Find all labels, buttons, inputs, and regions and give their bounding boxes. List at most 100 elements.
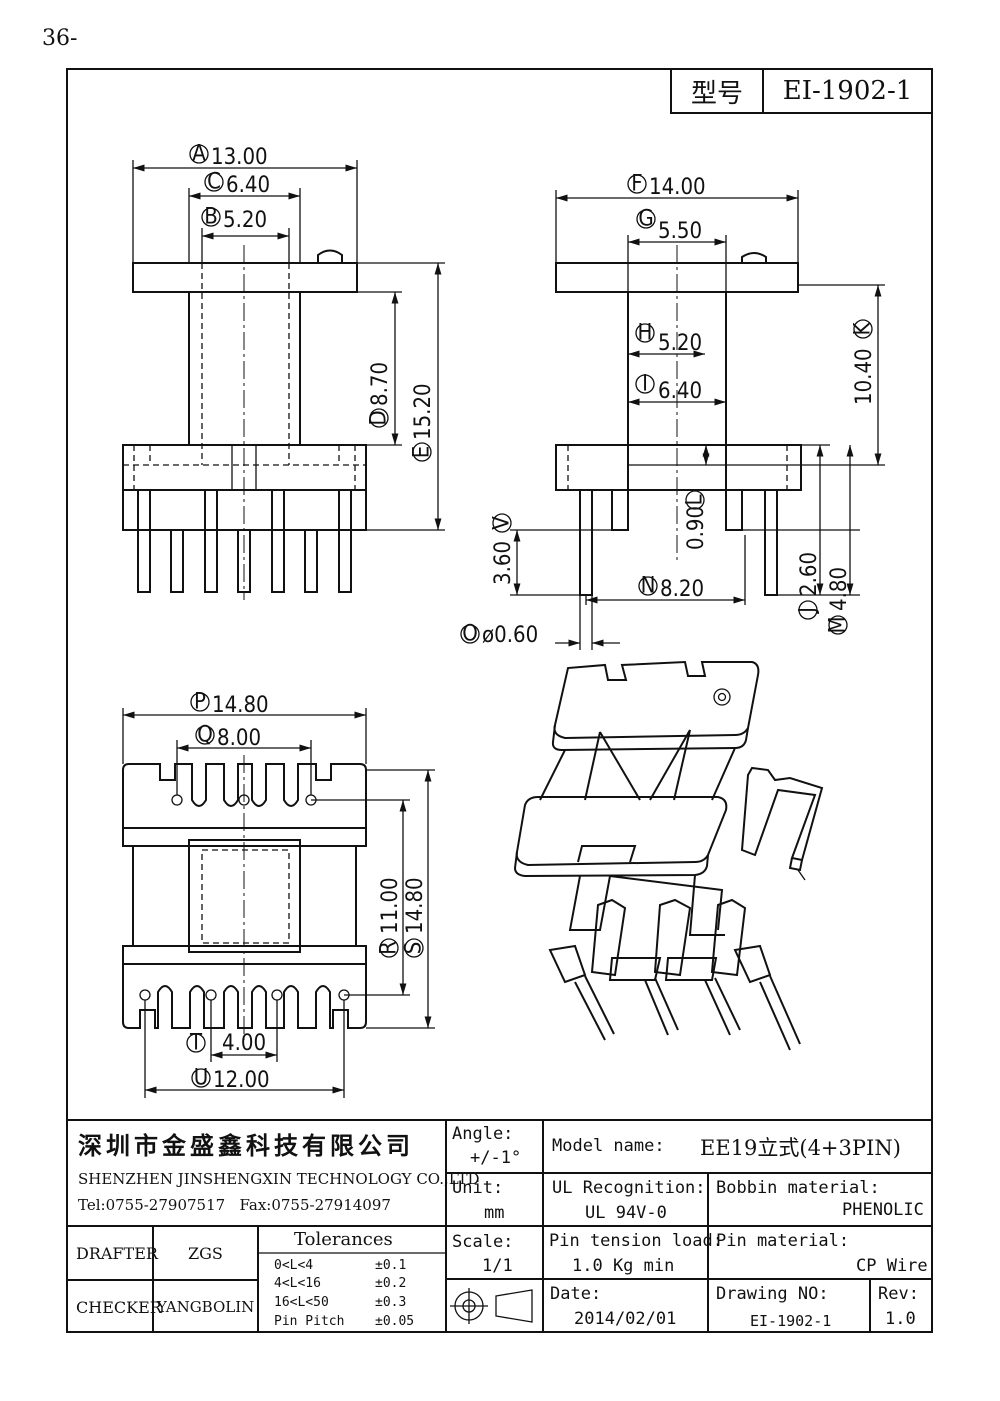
pin-material-value: CP Wire xyxy=(856,1256,928,1276)
svg-text:5.20: 5.20 xyxy=(658,331,702,356)
svg-text:15.20: 15.20 xyxy=(411,383,436,440)
dim-b: B 5.20 xyxy=(201,205,267,233)
svg-text:Q: Q xyxy=(197,723,213,748)
drafter-value: ZGS xyxy=(188,1244,223,1263)
dim-h: H 5.20 xyxy=(635,321,702,356)
company-tel: Tel:0755-27907517 xyxy=(78,1196,226,1214)
angle-label: Angle: xyxy=(452,1124,514,1144)
svg-text:8.20: 8.20 xyxy=(660,577,704,602)
svg-text:8.00: 8.00 xyxy=(217,726,261,751)
svg-text:2.60: 2.60 xyxy=(797,552,822,596)
svg-text:K: K xyxy=(851,321,876,335)
dim-v: V 3.60 xyxy=(490,513,516,585)
svg-text:8.70: 8.70 xyxy=(368,362,393,406)
side-view xyxy=(510,190,885,650)
svg-text:F: F xyxy=(631,172,642,197)
drafter-label: DRAFTER xyxy=(76,1244,158,1263)
svg-text:4.00: 4.00 xyxy=(222,1031,266,1056)
svg-text:4.80: 4.80 xyxy=(827,567,852,611)
scale-value: 1/1 xyxy=(482,1256,513,1276)
dim-i: I 6.40 xyxy=(635,372,702,404)
dim-r: R 11.00 xyxy=(377,877,403,958)
company-name-english: SHENZHEN JINSHENGXIN TECHNOLOGY CO.,LTD xyxy=(78,1170,480,1188)
svg-text:C: C xyxy=(207,170,221,195)
dim-g: G 5.50 xyxy=(636,207,702,244)
svg-text:R: R xyxy=(377,941,402,955)
svg-text:0.90: 0.90 xyxy=(684,506,709,550)
model-number-box: 型号 EI-1902-1 xyxy=(670,68,933,114)
svg-text:I: I xyxy=(642,372,648,397)
dim-t: T 4.00 xyxy=(186,1031,266,1056)
page-number: 36- xyxy=(42,26,78,51)
dim-s: S 14.80 xyxy=(402,877,428,958)
svg-text:A: A xyxy=(192,142,206,167)
svg-text:V: V xyxy=(490,516,515,530)
svg-text:N: N xyxy=(641,574,656,599)
model-name-label: Model name: xyxy=(552,1136,665,1156)
model-number-label: 型号 xyxy=(672,70,764,112)
svg-text:L: L xyxy=(683,494,708,505)
unit-label: Unit: xyxy=(452,1178,504,1198)
bobbin-material-value: PHENOLIC xyxy=(842,1200,924,1220)
svg-text:S: S xyxy=(402,942,427,955)
svg-text:P: P xyxy=(194,690,206,715)
company-fax: Fax:0755-27914097 xyxy=(239,1196,391,1214)
dim-q: Q 8.00 xyxy=(195,723,261,751)
svg-text:B: B xyxy=(204,205,218,230)
top-view xyxy=(122,708,435,1098)
tolerances-title: Tolerances xyxy=(294,1229,393,1250)
svg-text:5.50: 5.50 xyxy=(658,219,702,244)
title-block-grid xyxy=(66,1119,933,1333)
svg-text:10.40: 10.40 xyxy=(852,348,877,405)
svg-text:14.00: 14.00 xyxy=(649,175,706,200)
tolerance-range-3: 16<L<50 xyxy=(274,1295,329,1310)
tolerance-range-4: Pin Pitch xyxy=(274,1314,345,1329)
drawing-no-value: EI-1902-1 xyxy=(750,1312,832,1330)
dim-a: A 13.00 xyxy=(189,142,268,170)
svg-text:U: U xyxy=(194,1066,209,1091)
tolerance-value-1: ±0.1 xyxy=(375,1258,407,1273)
svg-text:J: J xyxy=(796,607,821,615)
front-view xyxy=(122,160,445,600)
unit-value: mm xyxy=(484,1203,505,1223)
svg-text:T: T xyxy=(189,1031,203,1056)
dim-u: U 12.00 xyxy=(191,1066,270,1093)
company-name-chinese: 深圳市金盛鑫科技有限公司 xyxy=(78,1131,414,1160)
dim-c: C 6.40 xyxy=(204,170,270,198)
svg-text:6.40: 6.40 xyxy=(226,173,270,198)
pin-tension-label: Pin tension load: xyxy=(549,1231,723,1251)
dim-d: D 8.70 xyxy=(367,362,393,428)
tolerance-range-2: 4<L<16 xyxy=(274,1276,321,1291)
svg-text:12.00: 12.00 xyxy=(213,1068,270,1093)
dim-o: O ø0.60 xyxy=(460,622,538,648)
scale-label: Scale: xyxy=(452,1232,514,1252)
drawing-sheet-border xyxy=(66,68,933,1333)
svg-text:G: G xyxy=(638,207,653,232)
date-value: 2014/02/01 xyxy=(574,1309,677,1329)
tolerance-value-2: ±0.2 xyxy=(375,1276,407,1291)
svg-text:5.20: 5.20 xyxy=(223,208,267,233)
dim-k: K 10.40 xyxy=(851,319,877,405)
dim-e: E 15.20 xyxy=(410,383,436,462)
tolerance-range-1: 0<L<4 xyxy=(274,1258,314,1273)
checker-value: YANGBOLIN xyxy=(157,1298,255,1316)
dim-m: M 4.80 xyxy=(826,567,852,635)
ul-recognition-value: UL 94V-0 xyxy=(585,1203,667,1223)
bobbin-material-label: Bobbin material: xyxy=(716,1178,880,1198)
model-name-value: EE19立式(4+3PIN) xyxy=(700,1136,901,1160)
svg-text:14.80: 14.80 xyxy=(212,693,269,718)
svg-text:3.60: 3.60 xyxy=(491,541,516,585)
checker-label: CHECKER xyxy=(76,1298,162,1317)
svg-text:H: H xyxy=(638,321,653,346)
dim-l: L 0.90 xyxy=(683,490,709,550)
svg-text:14.80: 14.80 xyxy=(403,877,428,934)
dim-f: F 14.00 xyxy=(627,172,706,200)
svg-text:13.00: 13.00 xyxy=(211,145,268,170)
ul-recognition-label: UL Recognition: xyxy=(552,1178,706,1198)
date-label: Date: xyxy=(550,1284,602,1304)
rev-value: 1.0 xyxy=(885,1309,916,1329)
pin-tension-value: 1.0 Kg min xyxy=(572,1256,675,1276)
svg-text:M: M xyxy=(826,616,851,633)
model-number-value: EI-1902-1 xyxy=(782,76,913,106)
